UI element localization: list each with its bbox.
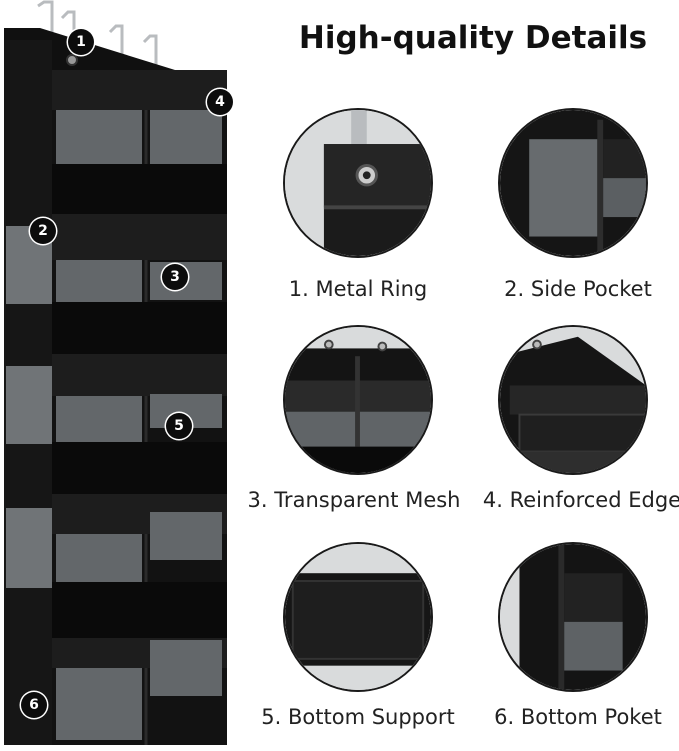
side-pockets: [6, 226, 52, 588]
caption-transparent-mesh: 3. Transparent Mesh: [247, 488, 461, 512]
organizer-illustration: [0, 0, 240, 747]
caption-side-pocket: 2. Side Pocket: [504, 277, 652, 301]
badge-5: 5: [166, 413, 192, 439]
detail-reinforced-edge-image: [498, 325, 648, 475]
detail-bottom-support-image: [283, 542, 433, 692]
badge-4: 4: [207, 89, 233, 115]
detail-side-pocket-image: [498, 108, 648, 258]
caption-bottom-support: 5. Bottom Support: [261, 705, 455, 729]
badge-3: 3: [162, 264, 188, 290]
organizer-drawing: [4, 0, 227, 745]
detail-transparent-mesh-image: [283, 325, 433, 475]
caption-reinforced-edge: 4. Reinforced Edge: [482, 488, 679, 512]
caption-metal-ring: 1. Metal Ring: [288, 277, 428, 301]
pocket-rows: [52, 70, 227, 740]
badge-1: 1: [68, 29, 94, 55]
detail-bottom-poket-image: [498, 542, 648, 692]
badge-6: 6: [21, 692, 47, 718]
badge-2: 2: [30, 218, 56, 244]
page-title: High-quality Details: [298, 20, 648, 56]
detail-metal-ring-image: [283, 108, 433, 258]
caption-bottom-poket: 6. Bottom Poket: [494, 705, 662, 729]
